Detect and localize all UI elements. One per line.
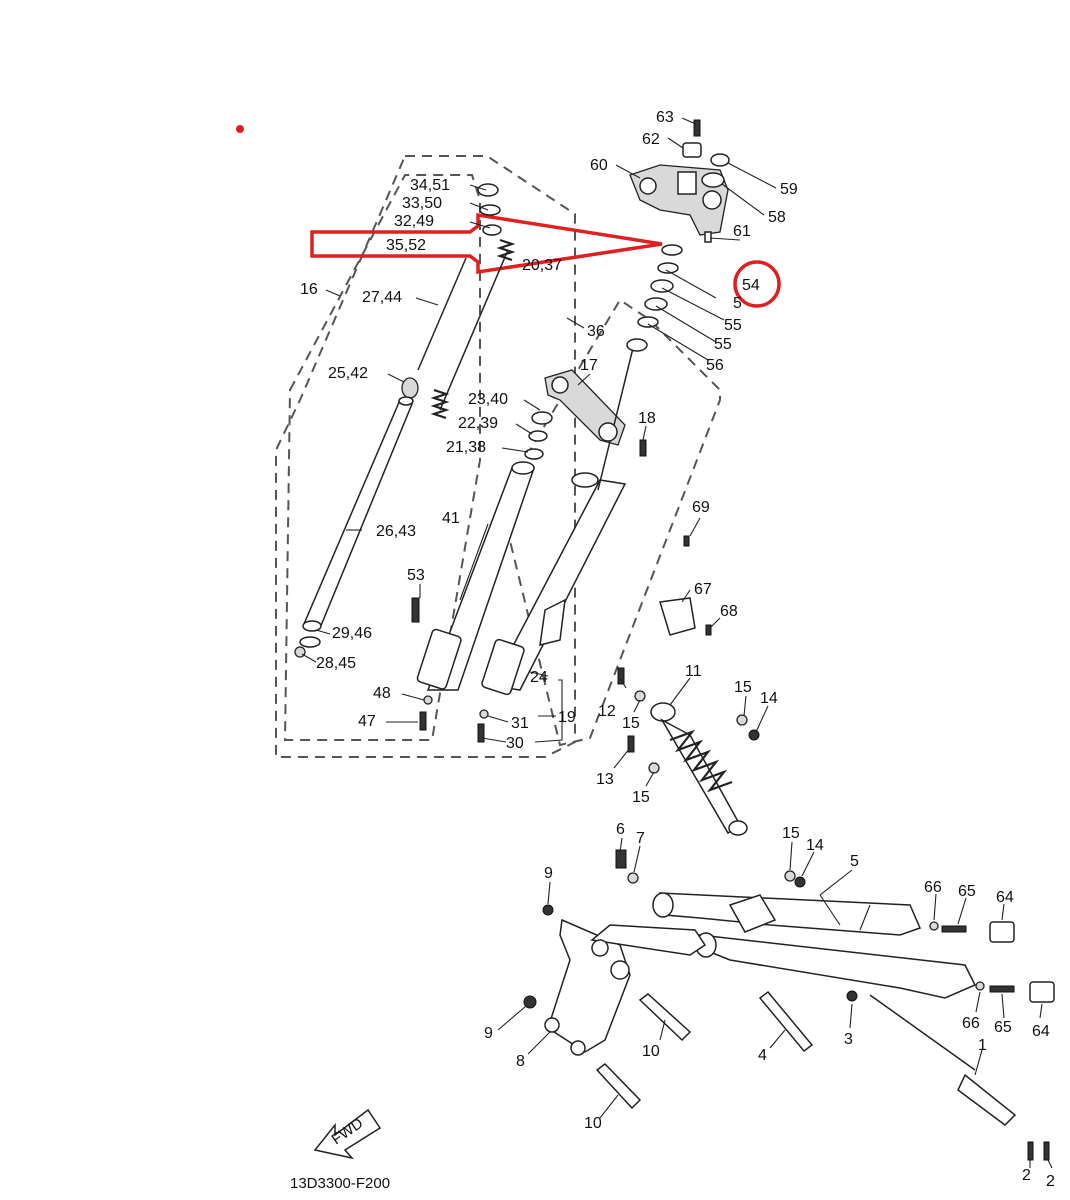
callout-68: 68 <box>720 603 738 620</box>
fork-seals <box>524 411 553 460</box>
callout-53: 53 <box>407 567 425 584</box>
callout-27-44: 27,44 <box>362 289 402 306</box>
outer-tube-left <box>411 461 536 731</box>
callout-69: 69 <box>692 499 710 516</box>
callout-31: 31 <box>511 715 529 732</box>
callout-21-38: 21,38 <box>446 439 486 456</box>
callout-66-a: 66 <box>924 879 942 896</box>
callout-32-49: 32,49 <box>394 213 434 230</box>
callout-15-b: 15 <box>622 715 640 732</box>
callout-18: 18 <box>638 410 656 427</box>
callout-17: 17 <box>580 357 598 374</box>
right-fork-dashed-outline <box>498 298 721 747</box>
outer-tube-right <box>477 472 627 743</box>
callout-13: 13 <box>596 771 614 788</box>
callout-58: 58 <box>768 209 786 226</box>
callout-15-a: 15 <box>734 679 752 696</box>
swingarm <box>542 849 1055 1003</box>
callout-33-50: 33,50 <box>402 195 442 212</box>
drawing-code: 13D3300-F200 <box>290 1175 390 1192</box>
callout-61: 61 <box>733 223 751 240</box>
callout-54-partial: 5 <box>733 295 742 312</box>
callout-16: 16 <box>300 281 318 298</box>
callout-30: 30 <box>506 735 524 752</box>
inner-tube <box>294 396 414 658</box>
highlight-label: 54 <box>742 277 760 294</box>
upper-bracket-assembly <box>629 119 730 243</box>
brake-hose-holder <box>659 535 712 636</box>
bearing-stack <box>637 244 683 328</box>
callout-3: 3 <box>844 1031 853 1048</box>
callout-15-c: 15 <box>632 789 650 806</box>
callout-41: 41 <box>442 510 460 527</box>
callout-7: 7 <box>636 830 645 847</box>
callout-1: 1 <box>978 1037 987 1054</box>
callout-26-43: 26,43 <box>376 523 416 540</box>
highlight-circle <box>733 260 781 308</box>
callout-24: 24 <box>530 669 548 686</box>
fork-internals <box>401 183 516 420</box>
callout-60: 60 <box>590 157 608 174</box>
callout-56: 56 <box>706 357 724 374</box>
callout-14-b: 14 <box>806 837 824 854</box>
callout-labels: 63 62 60 59 58 61 5 55 55 56 34,51 33,50… <box>300 109 1055 1190</box>
callout-9-b: 9 <box>484 1025 493 1042</box>
side-stand <box>869 994 1050 1161</box>
callout-2-a: 2 <box>1022 1167 1031 1184</box>
callout-11: 11 <box>685 663 702 680</box>
callout-5: 5 <box>850 853 859 870</box>
red-dot-marker <box>236 125 244 133</box>
callout-23-40: 23,40 <box>468 391 508 408</box>
callout-64-a: 64 <box>996 889 1014 906</box>
callout-19: 19 <box>558 709 576 726</box>
callout-64-b: 64 <box>1032 1023 1050 1040</box>
callout-20-37: 20,37 <box>522 257 562 274</box>
callout-47: 47 <box>358 713 376 730</box>
callout-66-b: 66 <box>962 1015 980 1032</box>
callout-10-a: 10 <box>642 1043 660 1060</box>
callout-62: 62 <box>642 131 660 148</box>
callout-65-b: 65 <box>994 1019 1012 1036</box>
callout-8: 8 <box>516 1053 525 1070</box>
callout-65-a: 65 <box>958 883 976 900</box>
callout-14-a: 14 <box>760 690 778 707</box>
callout-48: 48 <box>373 685 391 702</box>
callout-34-51: 34,51 <box>410 177 450 194</box>
rear-shock <box>617 667 760 836</box>
callout-10-b: 10 <box>584 1115 602 1132</box>
callout-59: 59 <box>780 181 798 198</box>
highlight-arrow <box>310 212 663 275</box>
inner-fork-dashed-outline <box>283 174 481 741</box>
relay-arm-linkage <box>523 918 814 1110</box>
callout-28-45: 28,45 <box>316 655 356 672</box>
callout-22-39: 22,39 <box>458 415 498 432</box>
callout-15-d: 15 <box>782 825 800 842</box>
callout-12: 12 <box>598 703 616 720</box>
callout-63: 63 <box>656 109 674 126</box>
fwd-direction-arrow: FWD <box>313 1108 382 1160</box>
callout-29-46: 29,46 <box>332 625 372 642</box>
callout-9-a: 9 <box>544 865 553 882</box>
callout-25-42: 25,42 <box>328 365 368 382</box>
callout-35-52: 35,52 <box>386 237 426 254</box>
callout-55-upper: 55 <box>724 317 742 334</box>
callout-67: 67 <box>694 581 712 598</box>
callout-4: 4 <box>758 1047 767 1064</box>
callout-55-lower: 55 <box>714 336 732 353</box>
callout-6: 6 <box>616 821 625 838</box>
leader-lines <box>301 117 1053 1169</box>
left-fork-dashed-outline <box>275 155 576 758</box>
callout-2-b: 2 <box>1046 1173 1055 1190</box>
lower-bracket <box>544 338 648 491</box>
callout-36: 36 <box>587 323 605 340</box>
